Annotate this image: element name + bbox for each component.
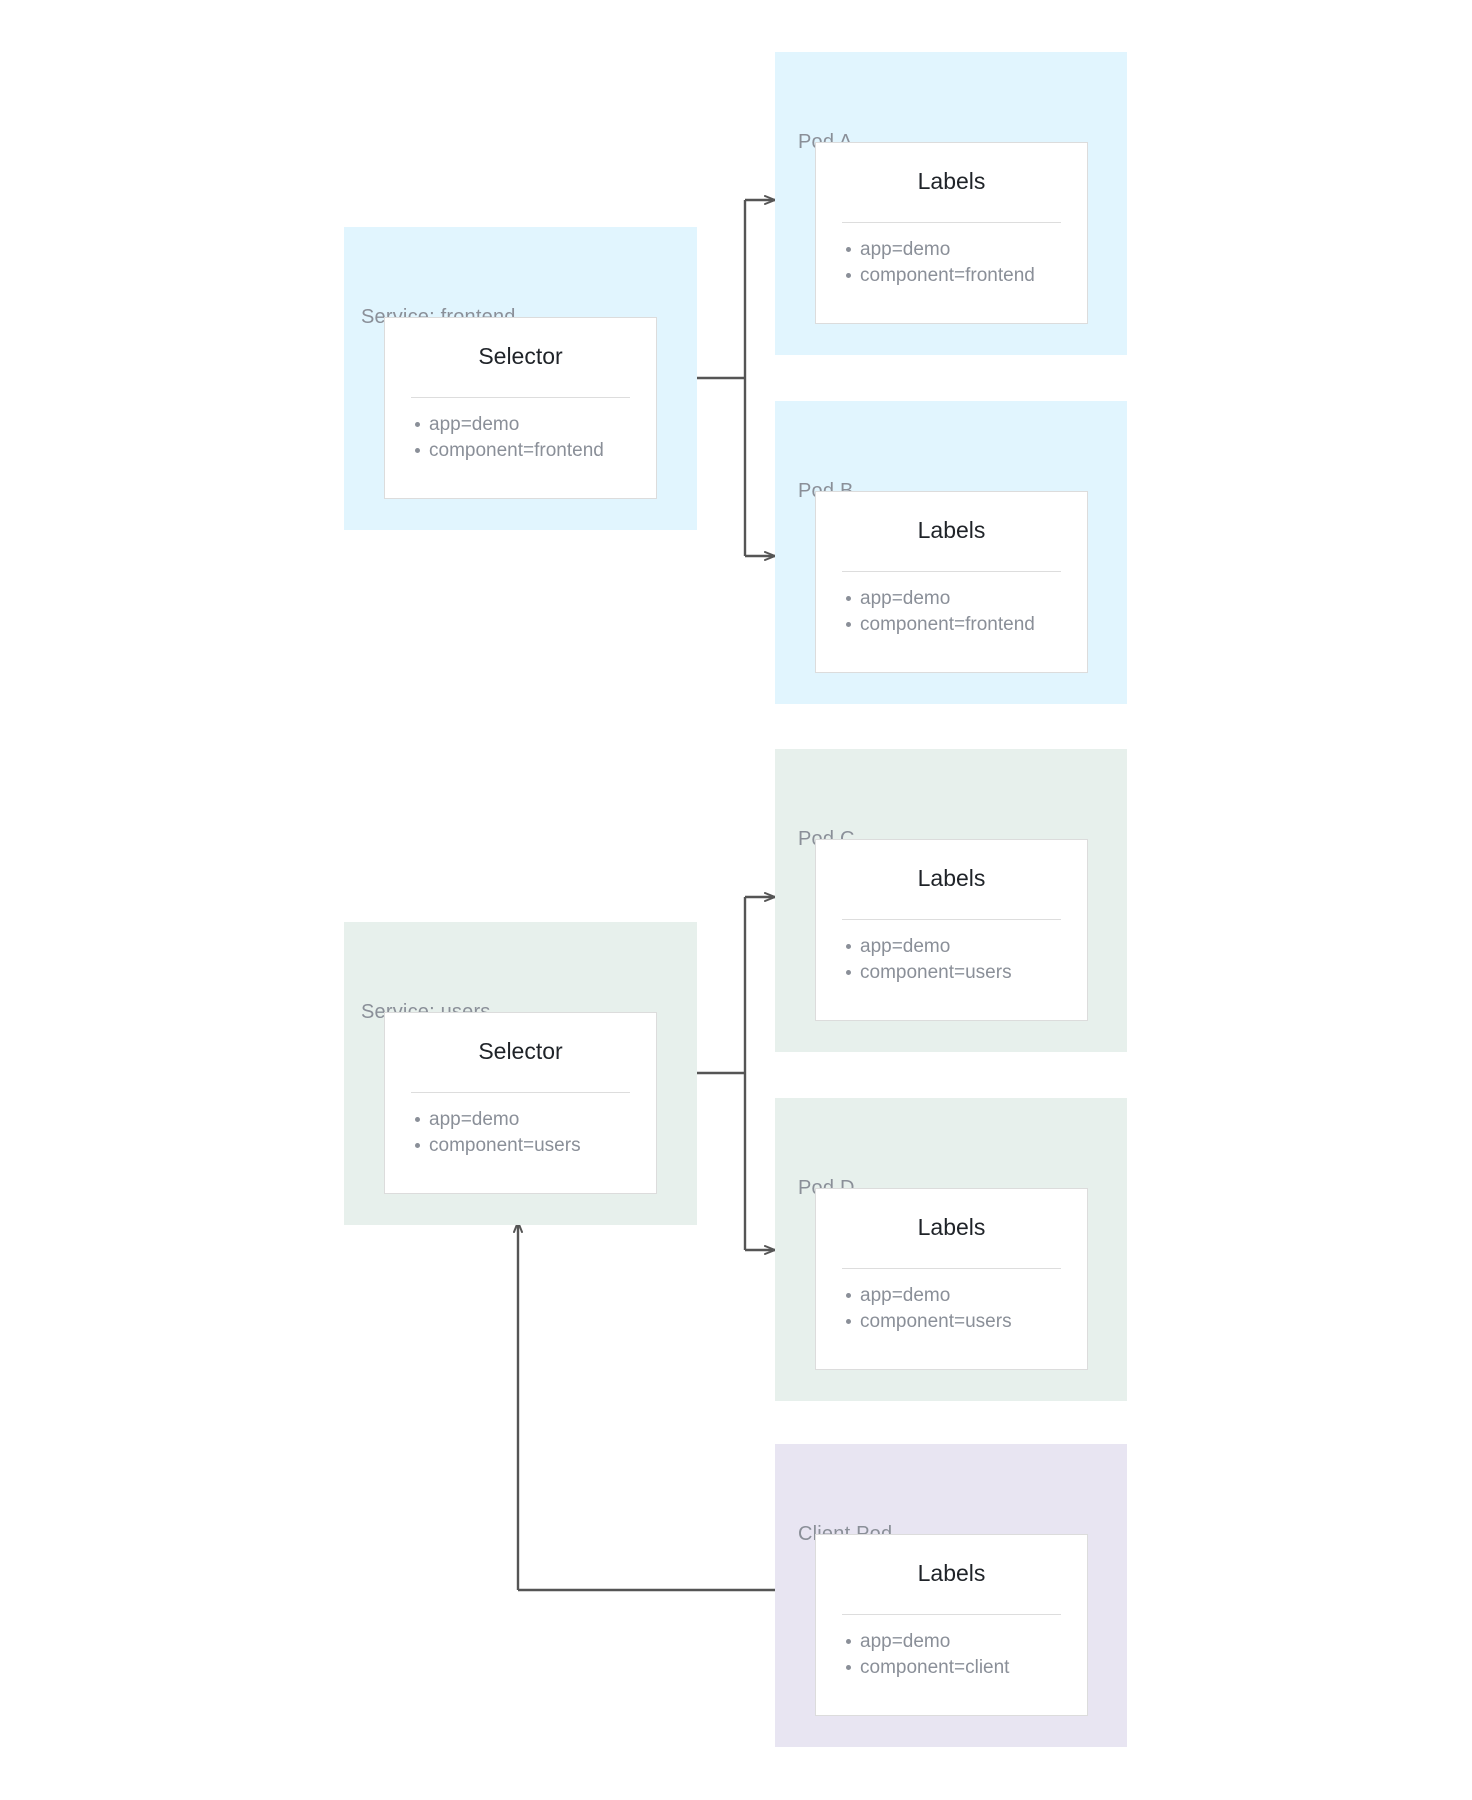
connector-users-to-pods [697,892,776,1255]
card-divider [842,222,1061,224]
list-item: app=demo [846,1283,1087,1308]
card-service-frontend-selector: Selector app=demo component=frontend [384,317,657,499]
list-item: app=demo [415,412,656,437]
card-title-service-users: Selector [478,1038,563,1064]
list-item: component=frontend [846,263,1087,288]
group-client-pod: Client Pod Labels app=demo component=cli… [775,1444,1127,1747]
connector-client-to-users-service [513,1221,775,1592]
card-divider [411,397,630,399]
card-divider [411,1092,630,1094]
group-pod-c: Pod C Labels app=demo component=users [775,749,1127,1052]
card-title-pod-a: Labels [917,168,986,194]
card-client-pod-labels: Labels app=demo component=client [815,1534,1088,1716]
list-item: app=demo [846,237,1087,262]
label-list-client-pod: app=demo component=client [816,1629,1087,1680]
card-title-pod-b: Labels [917,517,986,543]
list-item: app=demo [846,934,1087,959]
label-list-pod-b: app=demo component=frontend [816,586,1087,637]
label-list-pod-d: app=demo component=users [816,1283,1087,1334]
list-item: app=demo [415,1107,656,1132]
list-item: app=demo [846,1629,1087,1654]
group-service-frontend: Service: frontend Selector app=demo comp… [344,227,697,530]
selector-list-service-users: app=demo component=users [385,1107,656,1158]
list-item: component=users [846,1309,1087,1334]
card-divider [842,571,1061,573]
label-list-pod-a: app=demo component=frontend [816,237,1087,288]
card-divider [842,1268,1061,1270]
group-service-users: Service: users Selector app=demo compone… [344,922,697,1225]
card-pod-d-labels: Labels app=demo component=users [815,1188,1088,1370]
card-divider [842,919,1061,921]
card-pod-a-labels: Labels app=demo component=frontend [815,142,1088,324]
list-item: component=users [415,1133,656,1158]
list-item: app=demo [846,586,1087,611]
card-pod-c-labels: Labels app=demo component=users [815,839,1088,1021]
card-title-pod-c: Labels [917,865,986,891]
card-divider [842,1614,1061,1616]
connector-frontend-to-pods [697,195,776,561]
list-item: component=users [846,960,1087,985]
card-service-users-selector: Selector app=demo component=users [384,1012,657,1194]
card-title-client-pod: Labels [917,1560,986,1586]
list-item: component=frontend [846,612,1087,637]
selector-list-service-frontend: app=demo component=frontend [385,412,656,463]
label-list-pod-c: app=demo component=users [816,934,1087,985]
group-pod-b: Pod B Labels app=demo component=frontend [775,401,1127,704]
card-title-pod-d: Labels [917,1214,986,1240]
list-item: component=frontend [415,438,656,463]
group-pod-a: Pod A Labels app=demo component=frontend [775,52,1127,355]
card-title-service-frontend: Selector [478,343,563,369]
card-pod-b-labels: Labels app=demo component=frontend [815,491,1088,673]
list-item: component=client [846,1655,1087,1680]
group-pod-d: Pod D Labels app=demo component=users [775,1098,1127,1401]
